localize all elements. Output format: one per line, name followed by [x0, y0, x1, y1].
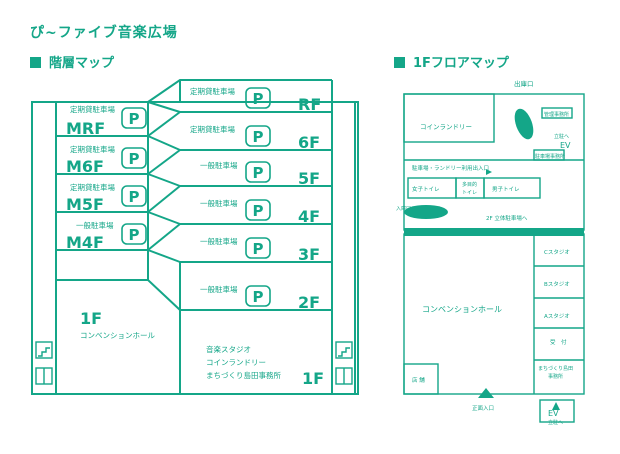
- floor-usage-label: 定期貸駐車場: [70, 104, 115, 114]
- parking-icon: [245, 285, 271, 307]
- arrow-icon: [478, 388, 494, 398]
- floor-number: 3F: [298, 245, 320, 264]
- parking-letter: P: [253, 164, 264, 182]
- floor-number: 5F: [298, 169, 320, 188]
- room-label: EV: [560, 141, 571, 150]
- parking-letter: P: [129, 150, 140, 168]
- parking-letter: P: [253, 128, 264, 146]
- section-label: 階層マップ: [49, 56, 115, 71]
- floor-usage-label: 一般駐車場: [200, 198, 238, 208]
- parking-icon: [121, 107, 147, 129]
- floor-number: 1F: [80, 309, 102, 328]
- first-floor-map: コインランドリー 出庫口 管理事務所 立駐へ EV 駐車場事務所 駐車場・ランド…: [396, 79, 585, 426]
- room-label: 立駐へ: [548, 419, 563, 426]
- floor-usage-label: 定期貸駐車場: [190, 124, 235, 134]
- section-heading-floor-levels: 階層マップ: [30, 52, 114, 71]
- room-label: 2F 立体駐車場へ: [486, 214, 528, 222]
- room-label: 受 付: [550, 338, 567, 346]
- floor-number: 1F: [302, 369, 324, 388]
- room-label: 男子トイレ: [492, 186, 520, 193]
- room-label: Cスタジオ: [544, 248, 570, 256]
- parking-icon: [245, 237, 271, 259]
- floor-usage-label: 音楽スタジオ: [206, 344, 251, 354]
- floor-number: MRF: [66, 119, 105, 138]
- car-icon: [404, 205, 448, 219]
- stairs-icon: [335, 341, 353, 359]
- room-label: 店 舗: [412, 376, 425, 384]
- room-label: 多目的: [462, 181, 477, 188]
- section-label: 1Fフロアマップ: [413, 56, 509, 71]
- section-square-icon: [394, 57, 405, 68]
- floor-number: M5F: [66, 195, 104, 214]
- room-label: EV: [548, 409, 559, 418]
- room-label: Bスタジオ: [544, 280, 570, 288]
- parking-letter: P: [253, 288, 264, 306]
- floor-usage-label: 一般駐車場: [76, 220, 114, 230]
- floor-usage-label: 定期貸駐車場: [70, 144, 115, 154]
- parking-icon: [245, 87, 271, 109]
- floor-usage-label: まちづくり島田事務所: [206, 370, 281, 380]
- floor-usage-label: 一般駐車場: [200, 236, 238, 246]
- parking-icon: [245, 199, 271, 221]
- parking-icon: [121, 147, 147, 169]
- parking-icon: [245, 125, 271, 147]
- arrow-icon: [486, 169, 492, 175]
- arrow-icon: [552, 402, 560, 410]
- room-label: トイレ: [462, 190, 477, 196]
- floor-level-map: P P P P P P P P P P 定期貸駐車場 定期貸駐車場 一般駐車場 …: [31, 79, 359, 395]
- room-label: 出庫口: [514, 79, 534, 88]
- parking-letter: P: [253, 240, 264, 258]
- page-title: ぴ~ファイブ音楽広場: [30, 25, 178, 41]
- room-label: 駐車場・ランドリー利用出入口: [412, 164, 489, 172]
- room-label: 入庫口: [396, 205, 411, 212]
- room-label: 女子トイレ: [412, 185, 440, 193]
- parking-letter: P: [129, 110, 140, 128]
- floor-number: RF: [298, 95, 321, 114]
- room-label: Aスタジオ: [544, 312, 570, 320]
- floor-number: M6F: [66, 157, 104, 176]
- parking-letter: P: [129, 188, 140, 206]
- floor-number: 6F: [298, 133, 320, 152]
- parking-letter: P: [253, 90, 264, 108]
- floor-usage-label: 一般駐車場: [200, 284, 238, 294]
- room-label: まちづくり島田: [538, 365, 573, 372]
- floor-usage-label: 一般駐車場: [200, 160, 238, 170]
- parking-letter: P: [129, 226, 140, 244]
- floor-usage-label: 定期貸駐車場: [190, 86, 235, 96]
- parking-icon: [121, 185, 147, 207]
- room-label: 管理事務所: [544, 111, 569, 118]
- room-label: 正面入口: [472, 405, 494, 412]
- room-label: 事務所: [548, 373, 563, 380]
- room-label: 駐車場事務所: [535, 153, 565, 160]
- car-icon: [514, 108, 534, 140]
- floor-usage-label: コンベンションホール: [80, 331, 155, 340]
- section-square-icon: [30, 57, 41, 68]
- parking-icon: [245, 161, 271, 183]
- floor-number: 2F: [298, 293, 320, 312]
- stairs-icon: [35, 341, 53, 359]
- room-label: コインランドリー: [420, 123, 472, 131]
- floor-usage-label: コインランドリー: [206, 358, 266, 367]
- floor-number: M4F: [66, 233, 104, 252]
- parking-letter: P: [253, 202, 264, 220]
- room-label: コンベンションホール: [422, 305, 502, 314]
- floor-usage-label: 定期貸駐車場: [70, 182, 115, 192]
- parking-icon: [121, 223, 147, 245]
- room-label: 立駐へ: [554, 133, 569, 140]
- section-heading-1f-map: 1Fフロアマップ: [394, 52, 509, 71]
- floor-number: 4F: [298, 207, 320, 226]
